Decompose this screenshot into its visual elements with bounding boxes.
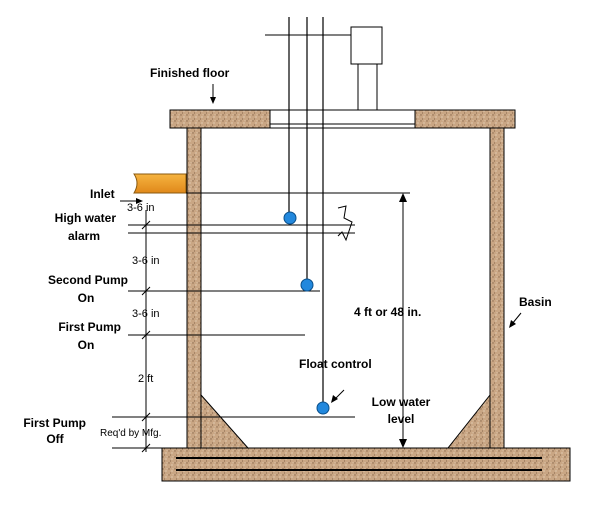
dim-label-1: 3-6 in	[127, 202, 155, 214]
finished-floor-label: Finished floor	[150, 66, 230, 80]
dim-label-5: Req'd by Mfg.	[100, 428, 161, 439]
high-water-alarm-label-2: alarm	[68, 229, 100, 243]
float-control-label: Float control	[299, 357, 372, 371]
alarm-float-symbol	[337, 205, 353, 242]
base-slab	[161, 447, 571, 482]
first-pump-on-label-2: On	[78, 338, 95, 352]
second-pump-on-label-1: Second Pump	[48, 273, 128, 287]
floor-slab-left	[169, 109, 271, 129]
float-ball-3	[316, 401, 330, 415]
inlet-pipe	[133, 173, 187, 194]
first-pump-off-label-2: Off	[46, 432, 64, 446]
level-lines	[112, 192, 410, 449]
left-dimension-line	[141, 210, 151, 453]
right-wall	[489, 127, 505, 449]
control-panel	[265, 17, 415, 406]
pointer-arrows	[120, 84, 522, 403]
float-ball-2	[300, 278, 314, 292]
floor-opening	[269, 109, 416, 129]
basin-structure	[161, 109, 571, 482]
float-ball-1	[283, 211, 297, 225]
floor-slab-right	[414, 109, 516, 129]
left-fillet	[200, 393, 250, 449]
basin-label: Basin	[519, 295, 552, 309]
low-water-label-2: level	[388, 412, 415, 426]
dim-label-4: 2 ft	[138, 373, 153, 385]
dim-label-3: 3-6 in	[132, 308, 160, 320]
left-wall	[186, 127, 202, 449]
right-fillet	[446, 393, 491, 449]
dim-label-2: 3-6 in	[132, 255, 160, 267]
high-water-alarm-label-1: High water	[55, 211, 117, 225]
first-pump-on-label-1: First Pump	[58, 320, 121, 334]
control-box	[350, 26, 383, 65]
inlet-label: Inlet	[90, 187, 115, 201]
low-water-label-1: Low water	[372, 395, 431, 409]
depth-label: 4 ft or 48 in.	[354, 305, 421, 319]
first-pump-off-label-1: First Pump	[23, 416, 86, 430]
second-pump-on-label-2: On	[78, 291, 95, 305]
depth-dimension	[399, 193, 407, 448]
